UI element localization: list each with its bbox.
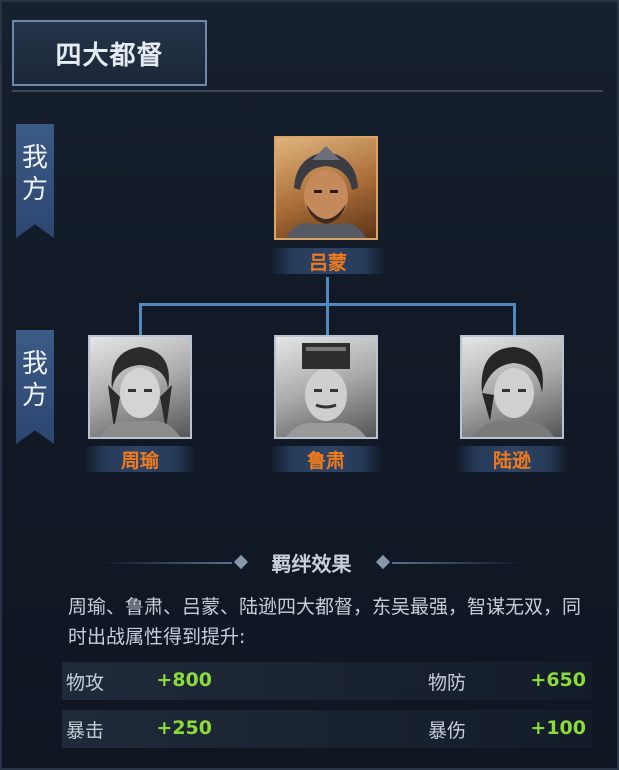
side-badge-bottom-char2: 方 [21,381,48,411]
side-badge-bottom-char1: 我 [21,349,48,379]
member-name-2: 鲁肃 [306,449,345,472]
side-badge-top: 我 方 [16,124,54,238]
tree-line-right [513,303,516,335]
title-divider [12,90,603,92]
stat-value-crit: +250 [156,717,212,739]
panel-title-tab: 四大都督 [12,20,207,86]
member-name-3: 陆逊 [492,449,531,472]
stat-label-phys-def: 物防 [428,672,467,694]
side-badge-top-char2: 方 [21,175,48,205]
bond-description: 周瑜、鲁肃、吕蒙、陆逊四大都督，东吴最强，智谋无双，同时出战属性得到提升: [68,596,582,648]
member-name-plate-2: 鲁肃 [270,446,382,472]
heading-deco-line-right [392,562,522,564]
general-portrait-icon [472,347,554,437]
tree-line-center [326,303,329,335]
side-badge-top-char1: 我 [21,143,48,173]
member-name-1: 周瑜 [120,449,159,472]
general-portrait-icon [100,347,180,437]
stat-label-crit: 暴击 [66,720,105,742]
heading-deco-line-left [102,562,232,564]
tree-line-trunk [326,277,329,305]
stat-value-phys-def: +650 [530,669,586,691]
stat-label-crit-dmg: 暴伤 [428,720,467,742]
member-name-plate-3: 陆逊 [456,446,568,472]
bond-heading-text: 羁绊效果 [271,551,352,576]
leader-name: 吕蒙 [308,251,347,274]
stat-label-phys-atk: 物攻 [66,672,105,694]
member-portrait-3[interactable] [460,335,564,439]
leader-name-plate: 吕蒙 [270,248,386,274]
tree-line-left [139,303,142,335]
stat-value-crit-dmg: +100 [530,717,586,739]
bond-heading: 羁绊效果 [2,548,619,576]
leader-portrait[interactable] [274,136,378,240]
stat-value-phys-atk: +800 [156,669,212,691]
general-helmet-portrait-icon [286,146,366,238]
general-hat-portrait-icon [286,343,366,437]
panel-title: 四大都督 [55,40,164,71]
stat-row-1: 物攻 +800 物防 +650 [62,662,592,700]
stat-row-2: 暴击 +250 暴伤 +100 [62,710,592,748]
member-portrait-1[interactable] [88,335,192,439]
member-name-plate-1: 周瑜 [84,446,196,472]
member-portrait-2[interactable] [274,335,378,439]
side-badge-bottom: 我 方 [16,330,54,444]
